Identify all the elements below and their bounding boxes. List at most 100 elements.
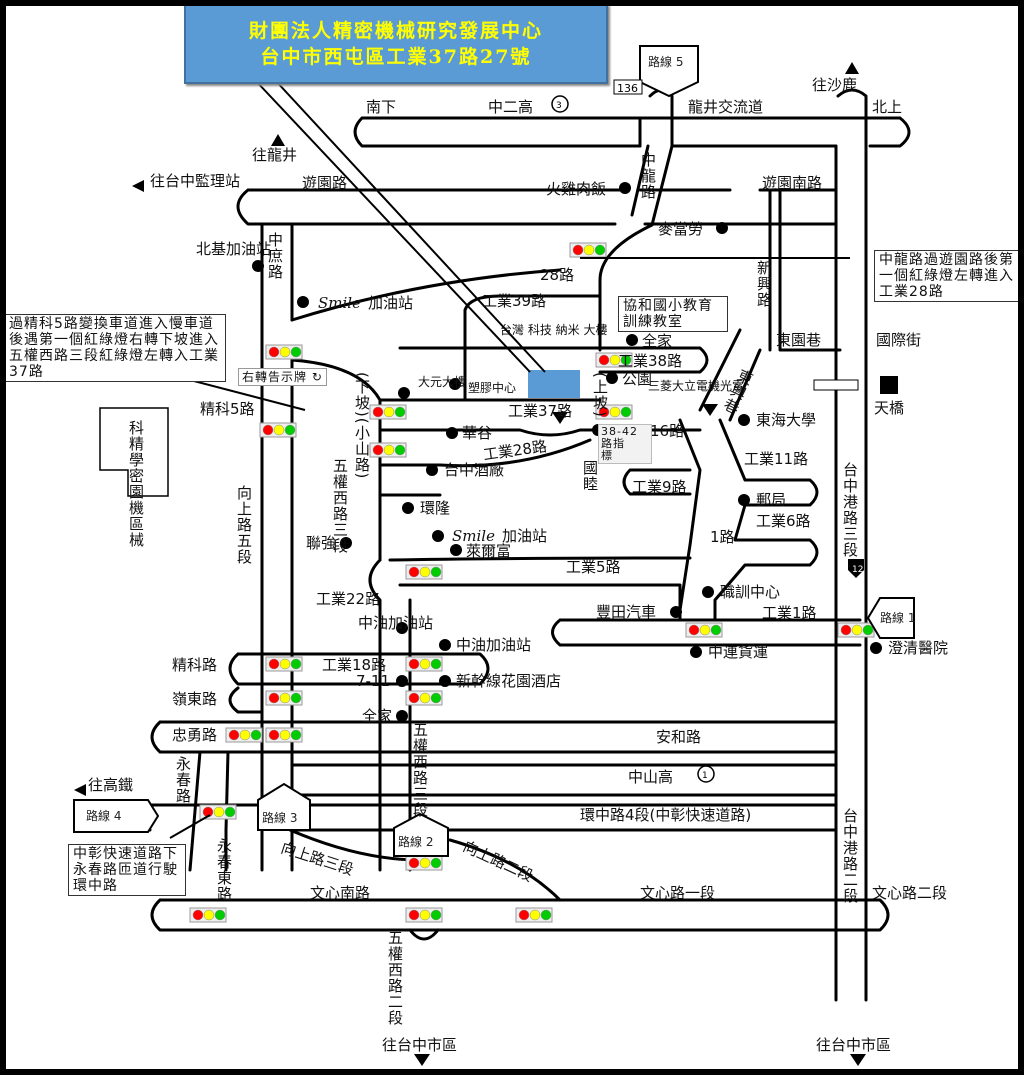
label-ind22: 工業22路 bbox=[316, 590, 380, 608]
direction-triangle-icon bbox=[414, 1054, 430, 1066]
label-thu: 東海大學 bbox=[756, 411, 816, 429]
poi-dot-icon bbox=[738, 414, 750, 426]
highway-shield-icon bbox=[613, 79, 643, 95]
poi-dot-icon bbox=[619, 182, 631, 194]
route-sign-r4 bbox=[73, 799, 160, 833]
label-quanjia2: 全家 bbox=[362, 707, 392, 725]
label-nan-xia: 南下 bbox=[366, 98, 396, 116]
label-beiji: 北基加油站 bbox=[196, 240, 271, 258]
label-rd28: 28路 bbox=[540, 266, 574, 284]
label-zhongyong: 忠勇路 bbox=[172, 726, 217, 744]
road-ind37 bbox=[378, 398, 702, 437]
poi-dot-icon bbox=[716, 222, 728, 234]
poi-dot-icon bbox=[432, 530, 444, 542]
org-name: 財團法人精密機械研究發展中心 bbox=[248, 20, 543, 42]
label-taizhonggang3: 台中港路三段 bbox=[841, 462, 859, 558]
label-xiangshang5: 向上路五段 bbox=[235, 485, 253, 565]
footbridge-span bbox=[813, 379, 859, 391]
direction-triangle-icon bbox=[552, 412, 568, 424]
poi-dot-icon bbox=[670, 606, 682, 618]
label-laiyifu: 萊爾富 bbox=[466, 542, 511, 560]
road-ind1 bbox=[551, 618, 862, 647]
label-xiapo-xiaoshan: (下坡)(小山路) bbox=[353, 372, 371, 479]
route-sign-r2 bbox=[393, 812, 449, 857]
destination-title-box: 財團法人精密機械研究發展中心 台中市西屯區工業37路27號 bbox=[184, 6, 608, 84]
label-xiangshang3: 向上路三段 bbox=[279, 839, 356, 879]
label-bei-shang: 北上 bbox=[872, 98, 902, 116]
poi-dot-icon bbox=[340, 537, 352, 549]
label-zhongshan-gao: 中山高 bbox=[628, 768, 673, 786]
u-turn-icon: ↻ bbox=[311, 370, 323, 384]
route-sign-label: 路線 5 bbox=[648, 54, 683, 69]
label-wenxin2: 文心路二段 bbox=[872, 884, 947, 902]
label-youyuan-rd: 遊園路 bbox=[302, 174, 347, 192]
label-yongchun: 永春路 bbox=[174, 756, 192, 804]
highway-number: 3 bbox=[556, 101, 562, 111]
label-mcd: 麥當勞 bbox=[658, 220, 703, 238]
highway-shield-icon bbox=[848, 559, 864, 578]
road-zhonglong bbox=[598, 144, 674, 352]
jingke-note: 過精科5路變換車道進入慢車道後遇第一個紅綠燈右轉下坡進入五權西路三段紅綠燈左轉入… bbox=[6, 314, 226, 382]
road-smile-curve bbox=[290, 268, 562, 562]
route-sign-label: 路線 1 bbox=[880, 610, 915, 625]
traffic-light-icon bbox=[265, 727, 303, 743]
poi-dot-icon bbox=[870, 642, 882, 654]
poi-dot-icon bbox=[606, 372, 618, 384]
traffic-light-icon bbox=[189, 907, 227, 923]
traffic-light-icon bbox=[515, 907, 553, 923]
footbridge-icon bbox=[880, 376, 898, 394]
label-yongchun-e: 永春東路 bbox=[215, 838, 233, 902]
destination-building[interactable] bbox=[528, 370, 580, 398]
label-anhe: 安和路 bbox=[656, 728, 701, 746]
label-zhonglian: 中連貨運 bbox=[708, 643, 768, 661]
pointer-line bbox=[254, 79, 546, 373]
road-lingdong bbox=[228, 686, 264, 714]
direction-triangle-icon bbox=[74, 784, 86, 796]
traffic-light-icon bbox=[405, 656, 443, 672]
label-to-hsr: 往高鐵 bbox=[88, 776, 133, 794]
label-wuquan-w3: 五權西路三段 bbox=[331, 458, 349, 554]
road-wenxin bbox=[150, 898, 890, 932]
label-smile1: 加油站 bbox=[368, 294, 413, 312]
note-pointer-line bbox=[169, 814, 211, 839]
label-quanjia1: 全家 bbox=[642, 332, 672, 350]
label-dongyuan-lane: 東園巷 bbox=[776, 331, 821, 349]
road-taizhonggang bbox=[834, 758, 868, 1002]
road-labels: 南下中二高龍井交流道北上遊園路遊園南路中龍路中庶路新興路東園巷國際街東興巷28路… bbox=[86, 54, 948, 1054]
industrial-park-outline bbox=[99, 407, 169, 497]
label-to-city-1: 往台中市區 bbox=[382, 1036, 457, 1054]
label-cpc1: 中油加油站 bbox=[358, 614, 433, 632]
road-zhongyong-anhe bbox=[150, 720, 838, 754]
label-to-shalu: 往沙鹿 bbox=[812, 76, 857, 94]
highway-number: 136 bbox=[617, 82, 638, 95]
label-huagu: 華谷 bbox=[462, 424, 492, 442]
road-ind39 bbox=[463, 294, 602, 402]
route-sign-r5 bbox=[639, 45, 699, 98]
label-ind9: 工業9路 bbox=[632, 478, 687, 496]
traffic-light-icon bbox=[837, 622, 875, 638]
road-map[interactable]: 南下中二高龍井交流道北上遊園路遊園南路中龍路中庶路新興路東園巷國際街東興巷28路… bbox=[6, 6, 1018, 1069]
poi-dot-icon bbox=[297, 296, 309, 308]
traffic-light-icon bbox=[259, 422, 297, 438]
label-to-longjing: 往龍井 bbox=[252, 146, 297, 164]
poi-dot-icon bbox=[702, 586, 714, 598]
label-shinkansen: 新幹線花園酒店 bbox=[456, 672, 561, 690]
traffic-light-icon bbox=[225, 727, 263, 743]
label-smile2-brand: Smile bbox=[452, 527, 495, 545]
direction-triangle-icon bbox=[132, 180, 144, 192]
label-ind39: 工業39路 bbox=[482, 292, 546, 310]
poi-dot-icon bbox=[450, 544, 462, 556]
route-sign-label: 路線 4 bbox=[86, 808, 121, 823]
label-zhongshu-rd: 中庶路 bbox=[266, 232, 284, 280]
label-chengqing: 澄清醫院 bbox=[888, 639, 948, 657]
label-taiwan-nano: 台灣 科技 納米 大樓 bbox=[500, 322, 607, 337]
label-zhong-er-gao: 中二高 bbox=[488, 98, 533, 116]
zhonglong-note: 中龍路過遊園路後第一個紅綠燈左轉進入工業28路 bbox=[874, 250, 1018, 302]
highway-shield-icon bbox=[551, 95, 569, 113]
label-wenxin-s: 文心南路 bbox=[310, 884, 370, 902]
label-daiyuan: 大元大樓 bbox=[418, 374, 466, 389]
label-seven: 7-11 bbox=[356, 672, 390, 690]
highway-number: 1 bbox=[702, 771, 708, 781]
road-zhongshu-vertical bbox=[260, 222, 294, 872]
traffic-light-icon bbox=[265, 690, 303, 706]
